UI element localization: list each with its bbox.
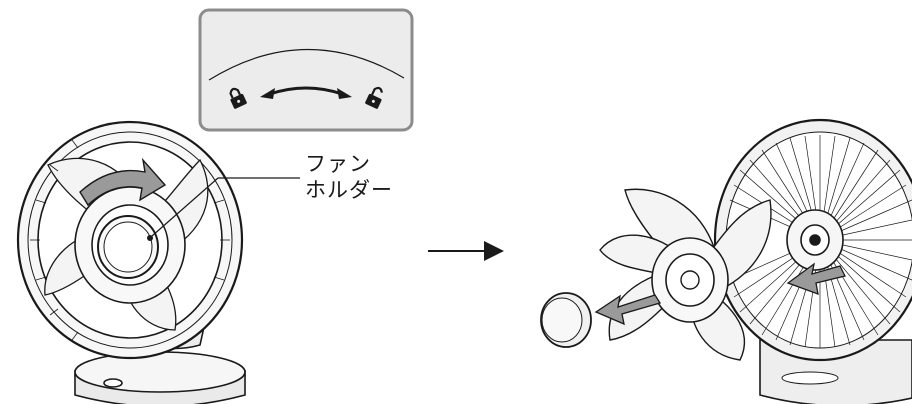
fan-before <box>18 122 245 404</box>
fan-after <box>541 120 912 404</box>
lock-unlock-inset <box>200 10 412 130</box>
fan-holder-label-line2: ホルダー <box>305 177 393 203</box>
fan-holder-cap <box>541 293 591 347</box>
fan-base-left <box>75 352 245 404</box>
fan-holder-label-line1: ファン <box>305 151 371 177</box>
